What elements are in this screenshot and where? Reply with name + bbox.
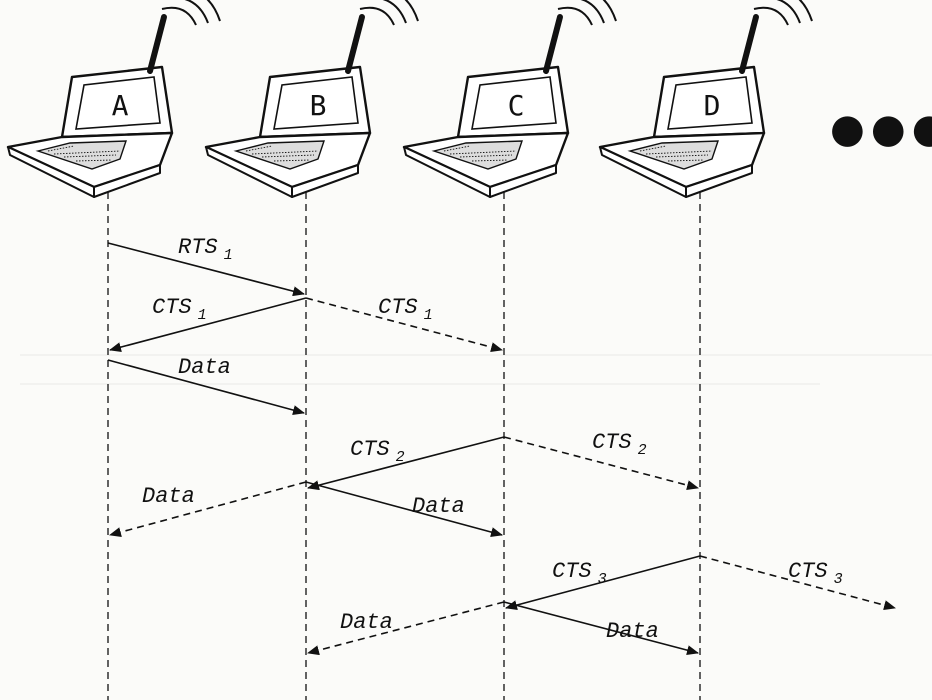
arrow-rts1-a-b bbox=[107, 242, 305, 297]
node-b: B bbox=[206, 0, 418, 197]
msg-label: Data bbox=[412, 494, 465, 519]
arrow-data-c-d bbox=[503, 601, 699, 656]
msg-label: Data bbox=[178, 355, 231, 380]
arrow-data-b-a bbox=[109, 481, 307, 537]
arrow-cts3-d-c bbox=[505, 555, 701, 610]
arrow-cts2-c-b bbox=[307, 436, 505, 491]
node-label: B bbox=[310, 89, 327, 122]
node-a: A bbox=[8, 0, 220, 197]
msg-label: Data bbox=[142, 484, 195, 509]
msg-label: Data bbox=[606, 619, 659, 644]
arrow-cts3-d-e bbox=[699, 555, 896, 610]
msg-label: Data bbox=[340, 610, 393, 635]
node-label: C bbox=[508, 89, 525, 122]
arrow-data-a-b bbox=[107, 359, 305, 415]
node-c: C bbox=[404, 0, 616, 197]
arrow-cts1-b-c bbox=[305, 297, 503, 353]
arrow-cts2-c-d bbox=[503, 436, 699, 491]
node-label: A bbox=[112, 89, 129, 122]
arrow-data-b-c bbox=[305, 481, 503, 537]
arrow-data-c-b bbox=[307, 601, 505, 656]
more-nodes-indicator: ●●● bbox=[830, 106, 932, 152]
node-label: D bbox=[704, 89, 721, 122]
arrow-cts1-b-a bbox=[109, 297, 307, 353]
node-d: D bbox=[600, 0, 812, 197]
lifelines bbox=[107, 180, 701, 700]
